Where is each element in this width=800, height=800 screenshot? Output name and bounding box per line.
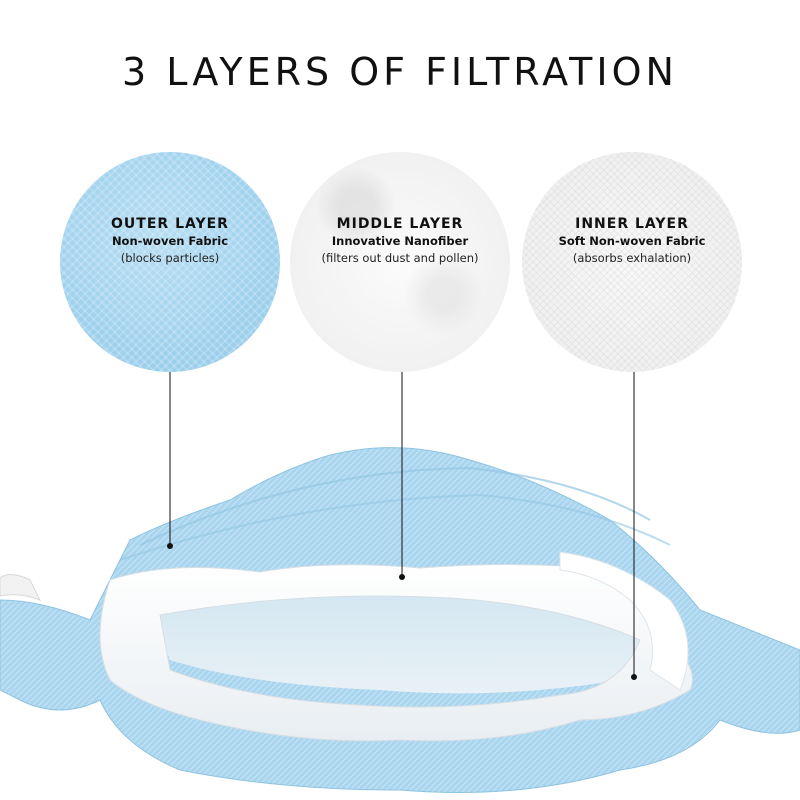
middle-layer-swatch: MIDDLE LAYER Innovative Nanofiber (filte… (290, 152, 510, 372)
inner-layer-name: INNER LAYER (575, 216, 689, 232)
outer-layer-description: (blocks particles) (120, 251, 220, 265)
outer-layer-material: Non-woven Fabric (111, 234, 229, 248)
left-ear-loop (0, 574, 42, 601)
middle-layer-material: Innovative Nanofiber (331, 234, 469, 248)
middle-layer-description: (filters out dust and pollen) (321, 251, 479, 265)
outer-layer-name: OUTER LAYER (111, 216, 229, 232)
outer-layer-swatch: OUTER LAYER Non-woven Fabric (blocks par… (60, 152, 280, 372)
middle-layer-dot (399, 574, 405, 580)
white-inner-rim (99, 563, 693, 742)
inner-layer-description: (absorbs exhalation) (572, 251, 692, 265)
outer-layer-dot (167, 543, 173, 549)
page-title: 3 LAYERS OF FILTRATION (122, 50, 678, 94)
inner-layer-swatch: INNER LAYER Soft Non-woven Fabric (absor… (522, 152, 742, 372)
inner-layer-material: Soft Non-woven Fabric (558, 234, 706, 248)
middle-layer-name: MIDDLE LAYER (336, 216, 464, 232)
inner-layer-dot (631, 674, 637, 680)
